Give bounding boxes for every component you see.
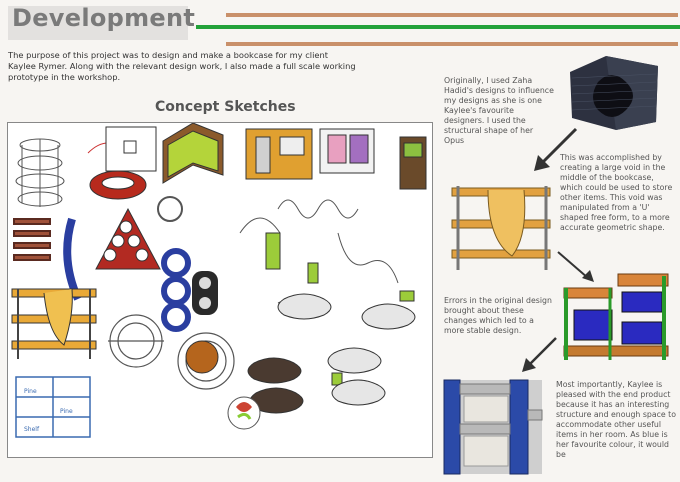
note-inspiration: Originally, I used Zaha Hadid's designs … (444, 76, 554, 145)
tower-sketch (15, 138, 65, 207)
title-box (8, 6, 188, 40)
pink-shelf-render (319, 128, 375, 174)
wave-bookcase-prototype (448, 180, 556, 272)
opus-building-image (566, 52, 662, 132)
intro-text: The purpose of this project was to desig… (8, 50, 356, 82)
note-errors: Errors in the original design brought ab… (444, 296, 552, 335)
yellow-wave-bookcase-sketch (11, 288, 97, 359)
green-accent-sketches (265, 232, 415, 386)
stable-bookcase-prototype (560, 270, 672, 366)
zigzag-shelf-render (162, 122, 224, 184)
blob-shelf-sketches (247, 293, 416, 414)
sketch-label-shelf: Shelf (24, 426, 40, 433)
box-sketch (105, 126, 157, 172)
sketch-collage: Pine Pine Shelf (11, 122, 427, 438)
note-final: Most importantly, Kaylee is pleased with… (556, 380, 677, 459)
sketch-label-pine-2: Pine (60, 408, 73, 415)
wavy-shelf-sketches (239, 199, 399, 314)
yellow-shelf-render (245, 128, 313, 180)
circular-frame-sketch (108, 314, 235, 390)
blue-grid-shelf-sketch (15, 376, 91, 438)
page-title: Development (12, 4, 196, 32)
arrow-to-final-product (522, 337, 557, 372)
final-bookcase-photo (440, 370, 546, 478)
round-wood-render (185, 340, 219, 374)
leaf-circle-sketch (227, 396, 261, 430)
concept-sketches-panel: Pine Pine Shelf (7, 122, 433, 458)
green-shelf-render (399, 136, 427, 190)
red-tiered-shelf-sketch (13, 218, 51, 261)
arrow-to-prototype (534, 127, 578, 171)
black-ring-sketch (192, 271, 218, 315)
note-void: This was accomplished by creating a larg… (560, 153, 673, 232)
triangle-shelf-sketch (95, 207, 161, 270)
concept-sketches-title: Concept Sketches (155, 99, 296, 115)
accent-bar-top (226, 13, 678, 17)
accent-bar-bottom (226, 42, 678, 46)
accent-bar-middle (196, 25, 680, 29)
sketch-label-pine-1: Pine (24, 388, 37, 395)
arrow-to-stable-design (557, 251, 594, 282)
